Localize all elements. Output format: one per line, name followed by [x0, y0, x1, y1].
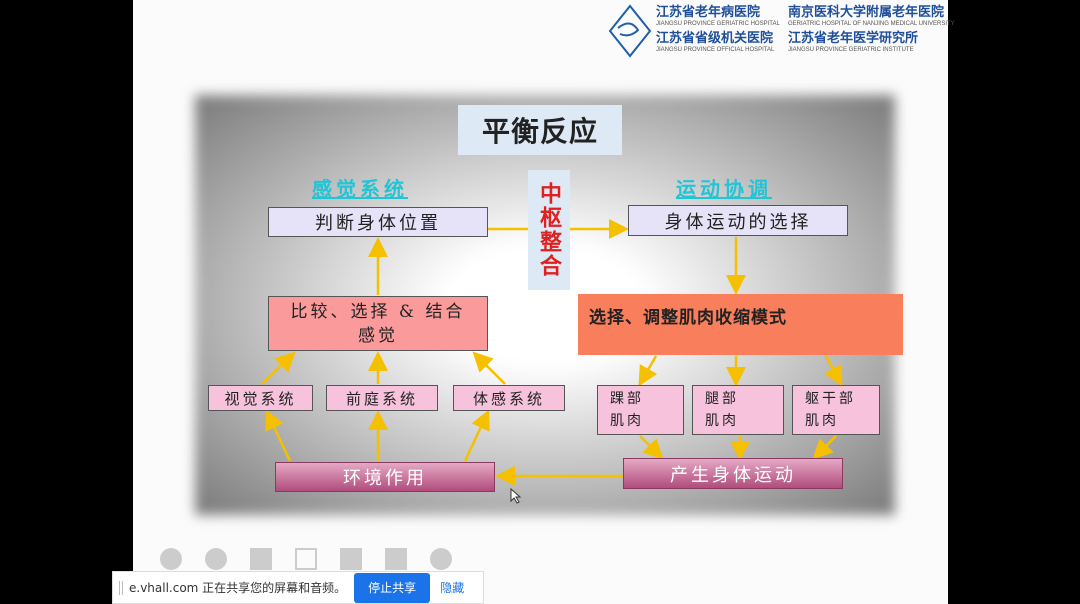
leg-muscle-box: 腿部 肌肉 — [692, 385, 784, 435]
logo-text: 江苏省省级机关医院 — [656, 31, 774, 46]
logo-subtext: JIANGSU PROVINCE GERIATRIC HOSPITAL — [656, 21, 780, 27]
camera-icon[interactable] — [340, 548, 362, 570]
vestibular-system-box: 前庭系统 — [326, 385, 438, 411]
judge-position-box: 判断身体位置 — [268, 207, 488, 237]
presentation-toolbar — [160, 548, 452, 570]
hide-link[interactable]: 隐藏 — [440, 581, 465, 595]
arrow — [824, 355, 843, 387]
logo-text: 江苏省老年医学研究所 — [788, 31, 919, 46]
arrow — [463, 409, 490, 462]
arrow — [639, 435, 664, 460]
movement-selection-box: 身体运动的选择 — [628, 205, 848, 236]
more-icon[interactable] — [430, 548, 452, 570]
share-status-text: e.vhall.com 正在共享您的屏幕和音频。 — [129, 581, 347, 595]
screen-share-bar: e.vhall.com 正在共享您的屏幕和音频。 停止共享 隐藏 — [112, 571, 484, 604]
logo-text: 江苏省老年病医院 — [656, 5, 761, 20]
produce-movement-box: 产生身体运动 — [623, 458, 843, 489]
mouse-cursor-icon — [510, 488, 522, 504]
muscle-pattern-box: 选择、调整肌肉收缩模式 — [578, 294, 903, 355]
pen-icon[interactable] — [250, 548, 272, 570]
arrow — [265, 409, 292, 462]
hospital-logo: 江苏省老年病医院 JIANGSU PROVINCE GERIATRIC HOSP… — [608, 4, 955, 58]
save-icon[interactable] — [385, 548, 407, 570]
logo-subtext: JIANGSU PROVINCE OFFICIAL HOSPITAL — [656, 47, 775, 53]
prev-icon[interactable] — [160, 548, 182, 570]
logo-emblem-icon — [608, 4, 652, 58]
ankle-muscle-box: 踝部 肌肉 — [597, 385, 684, 435]
motor-header: 运动协调 — [676, 177, 772, 201]
drag-handle-icon[interactable] — [119, 580, 123, 595]
logo-text: 南京医科大学附属老年医院 — [788, 5, 945, 20]
trunk-muscle-box: 躯干部 肌肉 — [792, 385, 880, 435]
arrow — [261, 351, 296, 385]
arrow — [812, 435, 837, 460]
sensory-header: 感觉系统 — [312, 177, 408, 201]
next-icon[interactable] — [205, 548, 227, 570]
logo-subtext: JIANGSU PROVINCE GERIATRIC INSTITUTE — [788, 47, 914, 53]
visual-system-box: 视觉系统 — [208, 385, 313, 411]
central-integration-box: 中枢整合 — [528, 170, 570, 290]
stop-sharing-button[interactable]: 停止共享 — [354, 572, 431, 603]
page-title: 平衡反应 — [458, 105, 622, 155]
environment-box: 环境作用 — [275, 462, 495, 492]
arrow — [472, 351, 506, 385]
arrow — [638, 355, 658, 387]
compare-select-box: 比较、选择 & 结合感觉 — [268, 296, 488, 351]
focus-icon[interactable] — [295, 548, 317, 570]
logo-subtext: GERIATRIC HOSPITAL OF NANJING MEDICAL UN… — [788, 21, 955, 27]
somatosensory-system-box: 体感系统 — [453, 385, 565, 411]
